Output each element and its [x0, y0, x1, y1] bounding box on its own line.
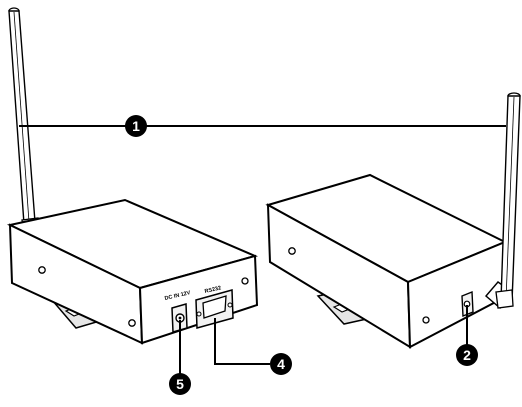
left-device: DC IN 12V RS232 [6, 7, 259, 345]
callout-2-number: 2 [463, 347, 471, 363]
callout-5: 5 [169, 320, 191, 395]
right-device [265, 92, 521, 349]
callout-4: 4 [214, 318, 292, 375]
callout-1-number: 1 [132, 118, 140, 134]
dc-power-jack [171, 303, 188, 333]
callout-5-number: 5 [176, 376, 184, 392]
callout-4-number: 4 [277, 356, 285, 372]
serial-port-label: RS232 [204, 285, 222, 295]
callout-2: 2 [456, 305, 478, 366]
left-device-box [6, 198, 259, 345]
callout-1: 1 [19, 115, 506, 137]
rs232-port [195, 289, 234, 329]
right-device-box [265, 173, 509, 349]
right-antenna [485, 92, 521, 310]
left-antenna [8, 7, 41, 235]
power-port-label: DC IN 12V [164, 290, 191, 302]
side-port [461, 290, 474, 318]
